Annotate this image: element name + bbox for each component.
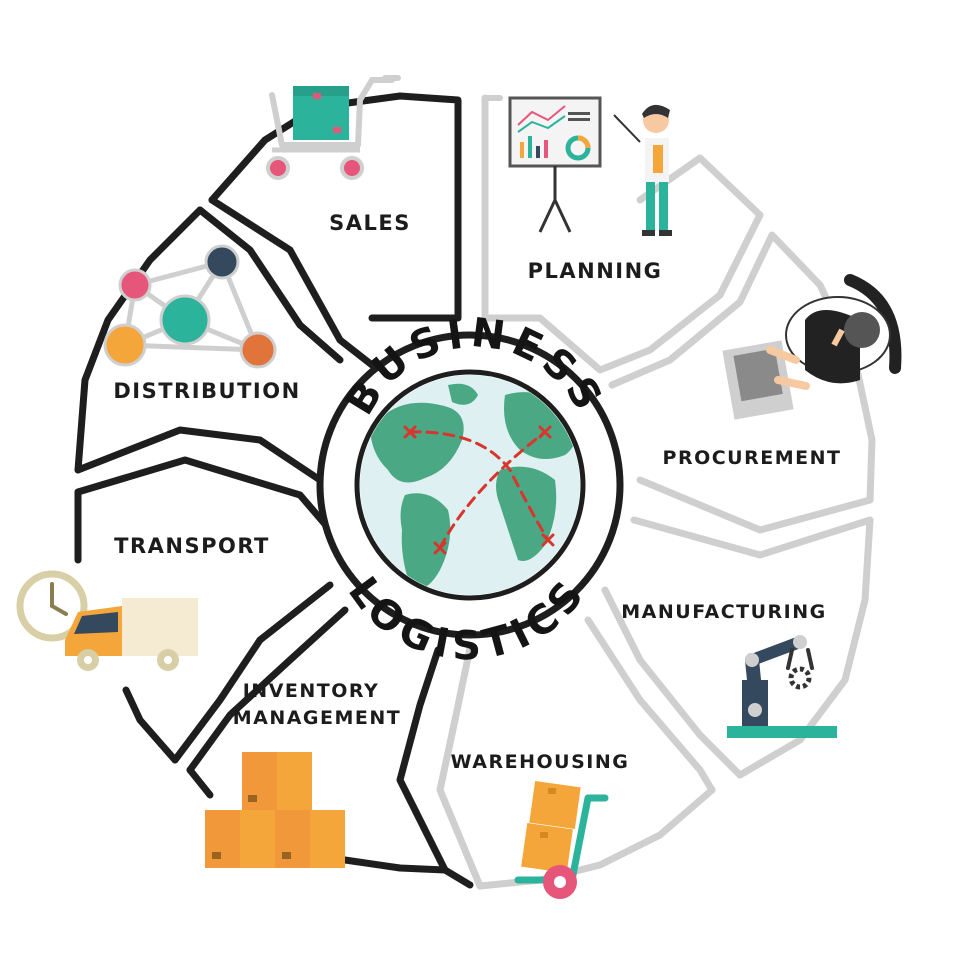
dark-segment-outlines — [74, 92, 474, 889]
light-segment-outlines — [436, 94, 876, 890]
robot-arm-icon — [727, 635, 837, 738]
label-sales: SALES — [329, 211, 411, 235]
label-transport: TRANSPORT — [114, 534, 270, 558]
label-planning: PLANNING — [528, 259, 663, 283]
label-inventory-line1: INVENTORY — [243, 680, 380, 702]
label-distribution: DISTRIBUTION — [113, 379, 300, 403]
label-inventory-line2: MANAGEMENT — [233, 707, 402, 729]
delivery-truck-icon — [65, 598, 198, 671]
hand-truck-icon — [514, 781, 609, 899]
trade-route — [408, 430, 550, 550]
label-manufacturing: MANUFACTURING — [621, 601, 826, 623]
presenter-icon — [613, 104, 672, 236]
clock-icon — [16, 570, 88, 642]
stacked-boxes-icon — [205, 752, 345, 868]
globe-icon — [360, 375, 580, 595]
label-warehousing: WAREHOUSING — [451, 751, 630, 773]
presentation-board-icon — [508, 96, 602, 233]
label-procurement: PROCUREMENT — [663, 447, 842, 469]
network-nodes-icon — [103, 244, 277, 369]
shopping-cart-icon — [266, 77, 395, 180]
laptop-worker-icon — [722, 274, 902, 420]
